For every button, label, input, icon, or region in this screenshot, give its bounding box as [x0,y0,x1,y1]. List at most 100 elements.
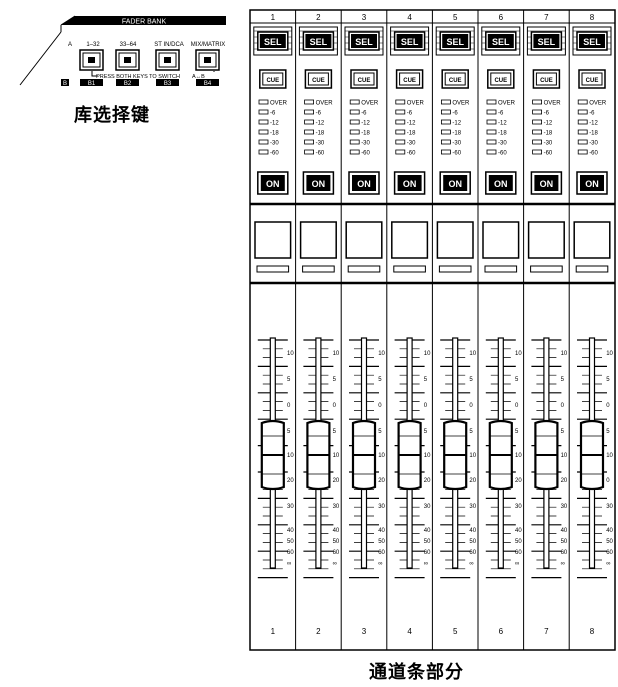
bank-button-3[interactable]: ST IN/DCA B3 [154,42,184,87]
meter-label: -18 [452,131,461,137]
meter-label: -18 [270,131,279,137]
meter-led [532,99,542,105]
meter-label: -6 [498,111,504,117]
fader-bank-title-bar [61,16,226,25]
meter-led [532,119,542,125]
meter-led [258,149,269,155]
fader-scale-label: 10 [469,453,476,459]
fader-scale-label: 5 [424,429,428,435]
sel-label: SEL [583,37,601,47]
bank-button-1[interactable]: 1–32 B1 [79,42,104,87]
bank-id-badge-b3 [156,79,179,86]
fader-scale-label: 60 [561,550,568,556]
fader-scale-label: 5 [561,377,565,383]
meter-label: -6 [544,111,550,117]
meter-label: -6 [270,111,276,117]
fader-scale-label: 20 [287,478,294,484]
fader-scale-label: ∞ [378,561,382,567]
meter-label: -60 [589,151,598,157]
meter-label: -12 [407,121,416,127]
meter-led [304,119,315,125]
meter-led [577,129,588,135]
switch-hint: PRESS BOTH KEYS TO SWITCH [96,74,180,80]
fader-scale-label: 40 [287,528,294,534]
channel-6: 6SELCUEOVER-6-12-18-30-60ON1050510203040… [477,10,522,650]
fader-scale-label: 10 [424,351,431,357]
channel-color-bar [302,265,335,273]
meter-led [395,129,406,135]
channel-name-display [391,221,429,259]
bank-button-4[interactable]: MIX/MATRIX B4 [191,42,226,87]
meter-label: -12 [361,121,370,127]
channel-number-bottom: 5 [453,627,458,636]
meter-label: OVER [270,101,288,107]
sel-button-face [487,34,514,48]
fader-scale-label: 0 [561,403,565,409]
bank-button-4-range: MIX/MATRIX [191,42,226,48]
switch-hint-bg [98,72,216,79]
channel-color-bar [530,265,563,273]
fader-bank-caption: 库选择键 [74,105,150,126]
fader-scale-label: 40 [606,528,613,534]
fader-scale-label: 60 [333,550,340,556]
meter-label: -6 [407,111,413,117]
channel-strip: 1SELCUEOVER-6-12-18-30-60ON1050510203040… [249,9,616,651]
channel-number-bottom: 8 [590,627,595,636]
meter-led [440,139,451,145]
cue-label: CUE [312,78,325,84]
layer-a-label: A [68,42,72,48]
bank-id-badge-b1 [80,79,103,86]
cue-label: CUE [358,78,371,84]
meter-label: OVER [407,101,425,107]
channel-name-display [482,221,520,259]
meter-label: -30 [452,141,461,147]
fader-bank-panel: FADER BANK A 1–32 B1 33–64 B2 ST IN/DCA … [19,15,226,87]
switch-ab: A↔B [192,74,205,80]
fader-scale-label: ∞ [424,561,428,567]
meter-label: -12 [270,121,279,127]
bank-key-4-led [204,57,211,63]
bank-id-b2: B2 [124,81,132,87]
bank-id-b1: B1 [88,81,96,87]
on-label: ON [448,179,462,189]
meter-led [304,149,315,155]
cue-button-inner [535,72,557,86]
on-label: ON [540,179,554,189]
fader-scale-label: ∞ [333,561,337,567]
bank-button-2[interactable]: 33–64 B2 [115,42,140,87]
meter-label: -18 [407,131,416,137]
fader-scale-label: 20 [424,478,431,484]
channel-number-top: 2 [316,13,321,22]
meter-label: -6 [452,111,458,117]
meter-led [395,99,406,105]
on-label: ON [266,179,280,189]
fader-scale-label: 10 [287,351,294,357]
on-button-face [443,175,468,191]
fader-scale-label: 50 [606,539,613,545]
fader-scale-label: 40 [515,528,522,534]
fader-scale-label: 10 [469,351,476,357]
fader-scale-label: 40 [424,528,431,534]
meter-label: -60 [452,151,461,157]
sel-label: SEL [401,37,419,47]
fader-scale-label: 10 [378,453,385,459]
fader-scale-label: 5 [606,377,610,383]
fader-scale-label: 10 [515,453,522,459]
on-button-face [397,175,422,191]
cue-button-inner [581,72,603,86]
fader-scale-label: ∞ [606,561,610,567]
meter-label: -6 [589,111,595,117]
meter-led [304,109,315,115]
meter-label: -60 [270,151,279,157]
bank-button-1-range: 1–32 [86,42,100,48]
fader-scale-label: 20 [469,478,476,484]
channel-name-display [254,221,292,259]
fader-scale-label: ∞ [515,561,519,567]
fader-scale-label: 0 [515,403,519,409]
meter-label: -30 [589,141,598,147]
sel-button-face [351,34,377,48]
on-button-face [352,175,376,191]
cue-label: CUE [449,78,462,84]
meter-led [395,119,406,125]
